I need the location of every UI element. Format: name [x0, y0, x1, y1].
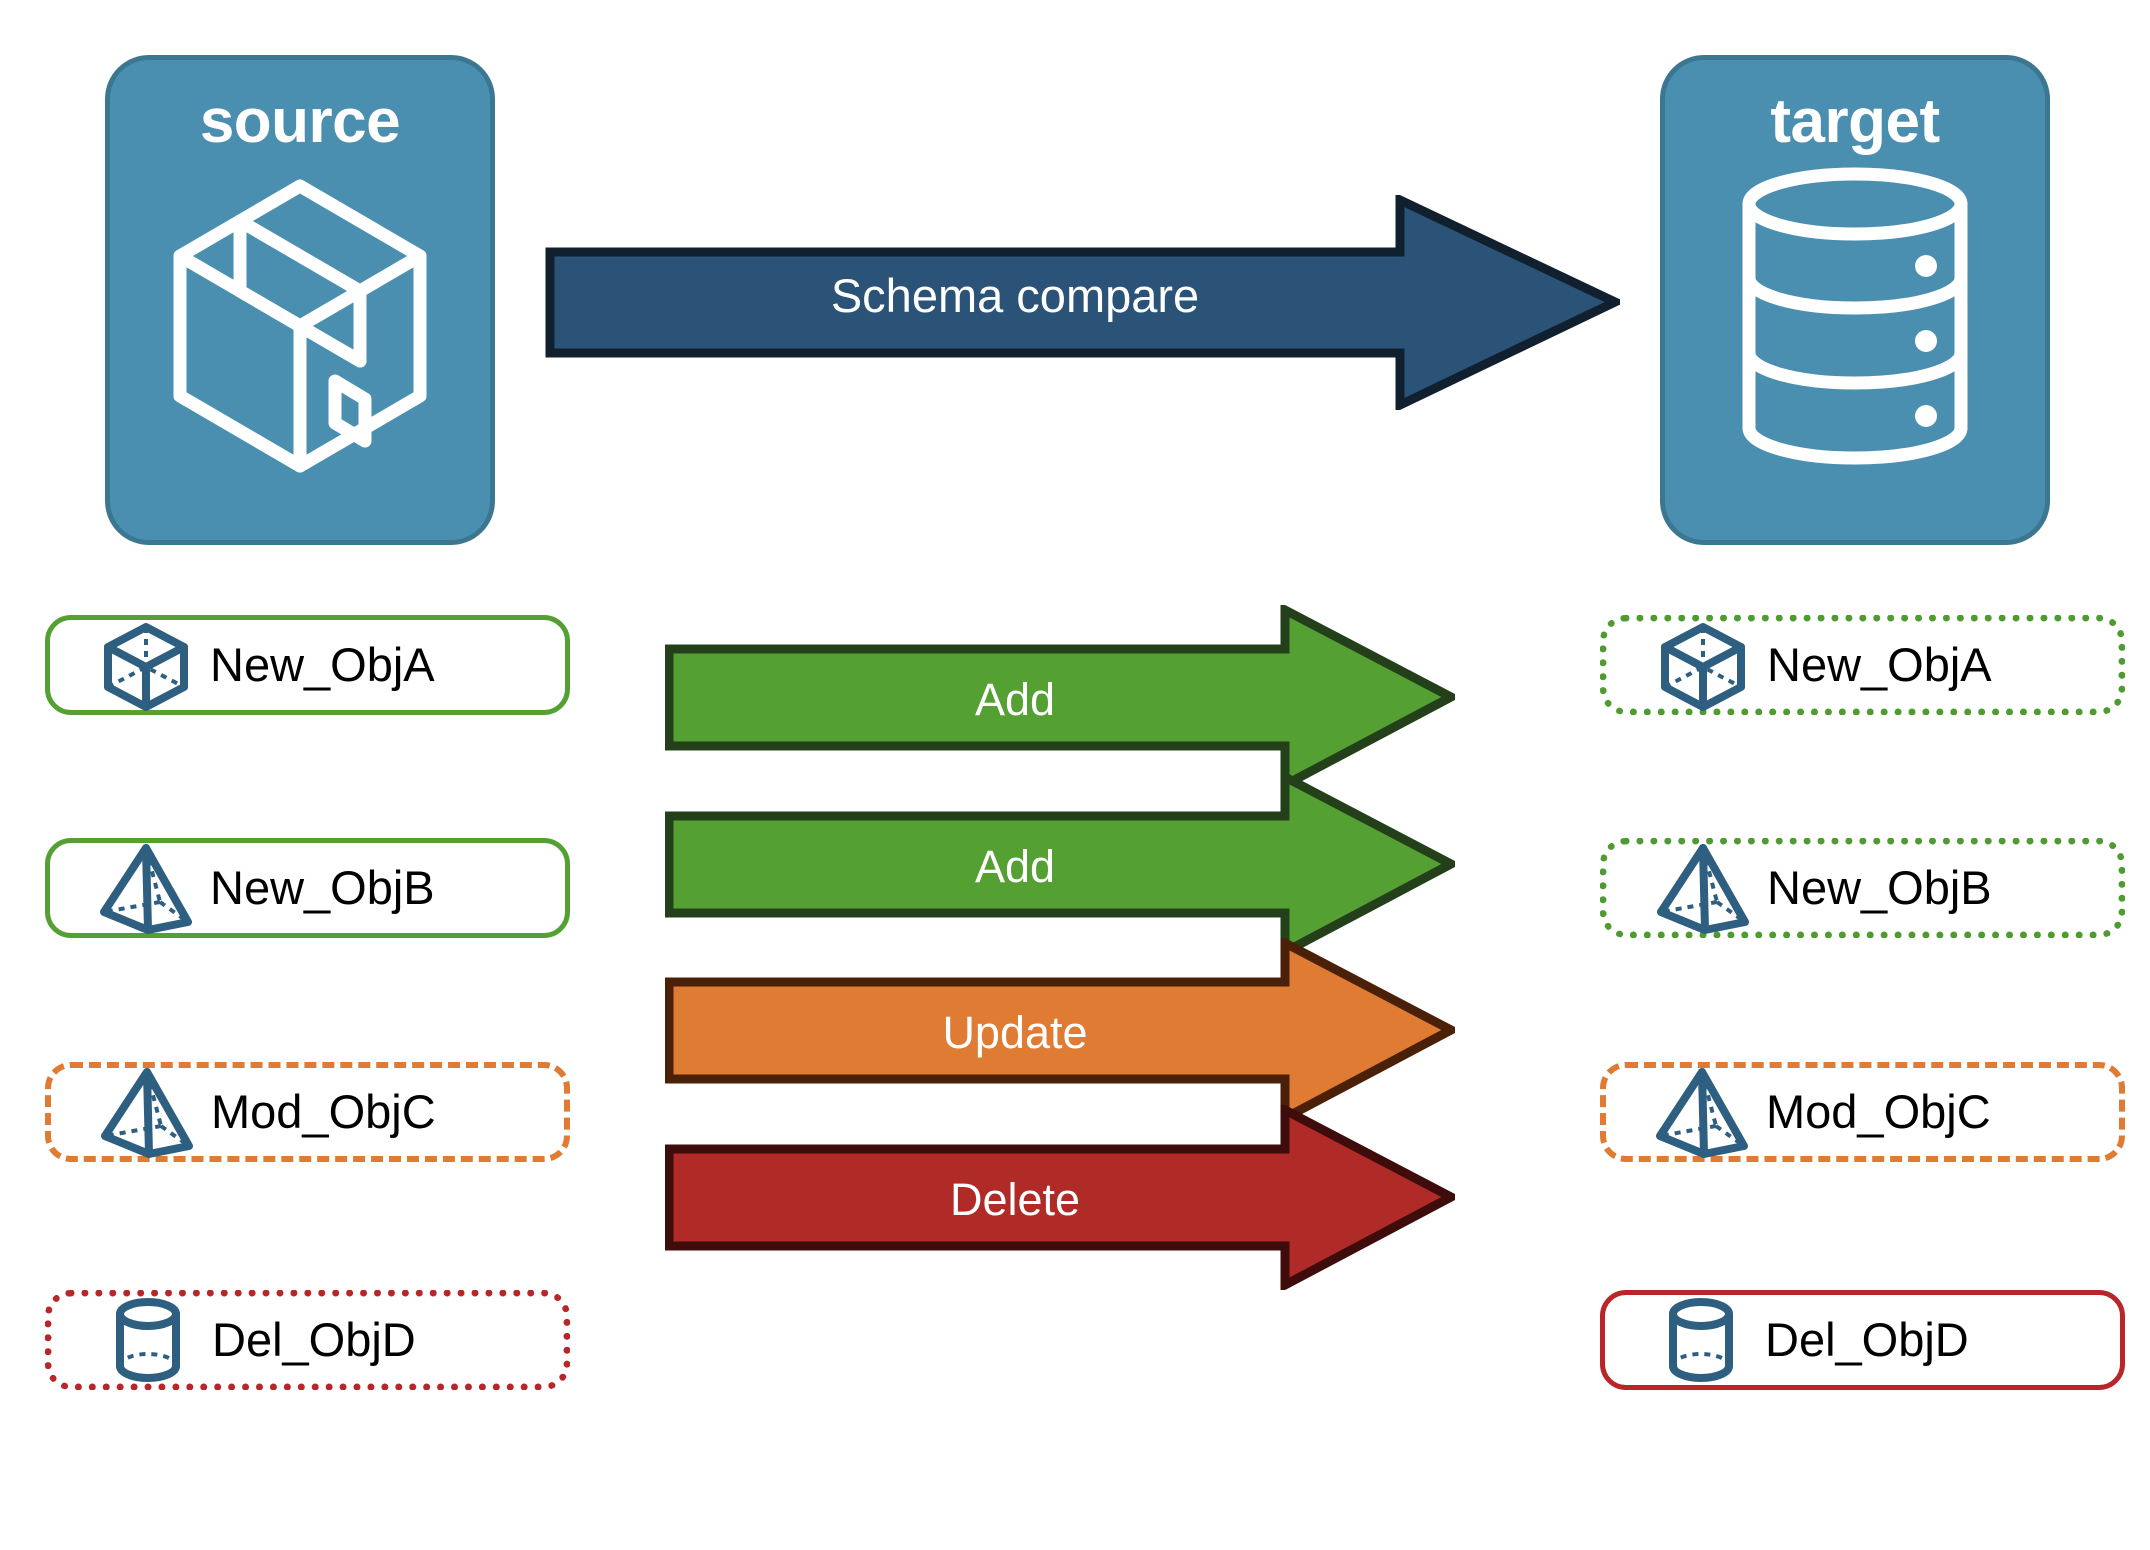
target-object-row-1[interactable]: New_ObjA [1600, 615, 2125, 715]
source-object-row-4[interactable]: Del_ObjD [45, 1290, 570, 1390]
wireframe-cube-icon [92, 617, 200, 713]
target-object-row-3[interactable]: Mod_ObjC [1600, 1062, 2125, 1162]
wireframe-cube-icon [1649, 617, 1757, 713]
wireframe-pyramid-icon [1649, 840, 1757, 936]
source-object-row-2[interactable]: New_ObjB [45, 838, 570, 938]
source-title: source [199, 87, 401, 156]
wireframe-cylinder-icon [1647, 1292, 1755, 1388]
source-object-row-3[interactable]: Mod_ObjC [45, 1062, 570, 1162]
target-endpoint-card[interactable]: target [1660, 55, 2050, 545]
target-title: target [1770, 87, 1940, 156]
wireframe-pyramid-icon [1648, 1064, 1756, 1160]
source-object-label-4: Del_ObjD [212, 1313, 416, 1367]
source-object-row-1[interactable]: New_ObjA [45, 615, 570, 715]
target-object-label-3: Mod_ObjC [1766, 1085, 1991, 1139]
wireframe-cylinder-icon [94, 1292, 202, 1388]
target-object-label-2: New_ObjB [1767, 861, 1992, 915]
target-object-label-4: Del_ObjD [1765, 1313, 1969, 1367]
wireframe-pyramid-icon [93, 1064, 201, 1160]
database-cylinder-icon [1730, 166, 1980, 540]
target-object-row-4[interactable]: Del_ObjD [1600, 1290, 2125, 1390]
source-object-label-2: New_ObjB [210, 861, 435, 915]
source-object-label-3: Mod_ObjC [211, 1085, 436, 1139]
source-object-label-1: New_ObjA [210, 638, 435, 692]
update-arrow-3 [664, 935, 1461, 1126]
add-arrow-1 [664, 602, 1461, 793]
add-arrow-2 [664, 769, 1461, 960]
schema-compare-arrow [545, 192, 1626, 413]
target-object-label-1: New_ObjA [1767, 638, 1992, 692]
source-endpoint-card[interactable]: source [105, 55, 495, 545]
delete-arrow-4 [664, 1102, 1461, 1293]
target-object-row-2[interactable]: New_ObjB [1600, 838, 2125, 938]
package-box-icon [155, 166, 445, 540]
wireframe-pyramid-icon [92, 840, 200, 936]
